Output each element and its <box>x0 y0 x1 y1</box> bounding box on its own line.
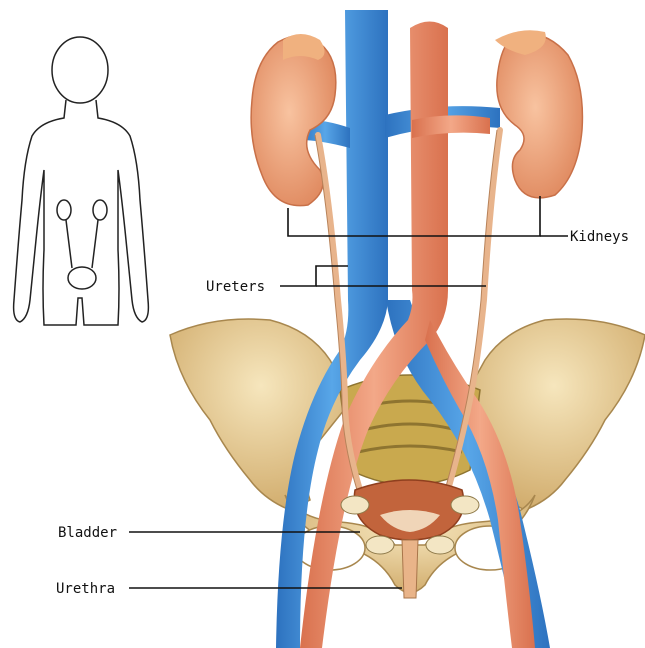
kidney-right <box>495 30 582 198</box>
kidneys-label: Kidneys <box>570 229 629 245</box>
ureters-label: Ureters <box>206 279 265 295</box>
urethra <box>402 540 418 598</box>
bladder-label: Bladder <box>58 525 117 541</box>
urethra-label: Urethra <box>56 581 115 597</box>
body-outline-icon <box>14 37 149 325</box>
